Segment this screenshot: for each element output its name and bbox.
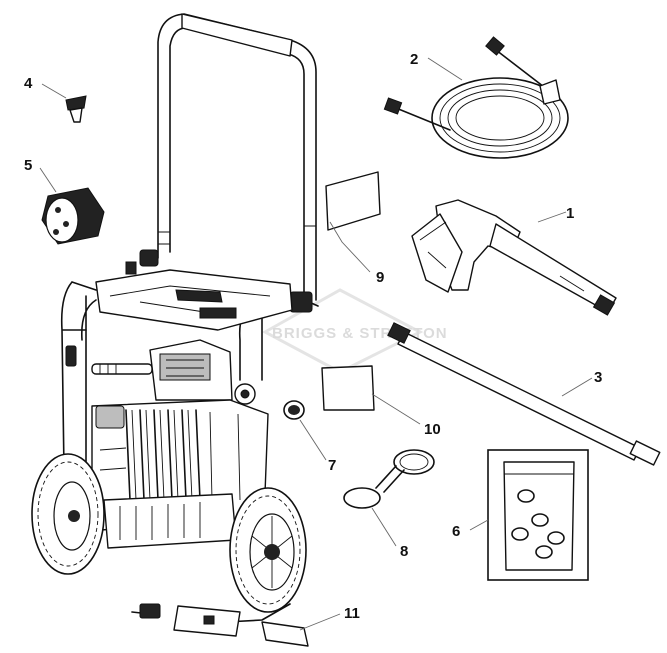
pressure-washer-unit [31,13,319,613]
part-wand [387,322,661,466]
wheel-left [31,453,105,575]
watermark-text: BRIGGS & STRATTON [272,325,448,342]
callout-8: 8 [400,543,408,560]
callout-2: 2 [410,51,418,68]
callout-5: 5 [24,157,32,174]
callout-3: 3 [594,369,602,386]
callout-1: 1 [566,205,574,222]
part-cap [343,449,435,509]
callout-4: 4 [24,75,33,92]
part-nozzle-tip [65,95,87,123]
part-nozzle-selector [41,187,105,245]
part-filter [283,400,305,420]
handle-frame [157,13,317,301]
part-spray-gun [411,199,617,316]
callout-6: 6 [452,523,460,540]
handle-frame-inner [169,27,305,297]
part-label-tag [325,171,381,231]
part-power-cord [131,603,309,647]
wheel-right [229,487,307,613]
callout-11: 11 [344,605,360,622]
callout-9: 9 [376,269,384,286]
leader-lines [39,57,593,631]
callout-10: 10 [424,421,441,438]
callout-7: 7 [328,457,336,474]
part-decal [321,365,375,411]
callout-labels: 1 2 3 4 5 6 7 8 9 10 11 [24,51,602,622]
part-oring-kit [487,449,589,581]
part-hose [383,36,569,159]
